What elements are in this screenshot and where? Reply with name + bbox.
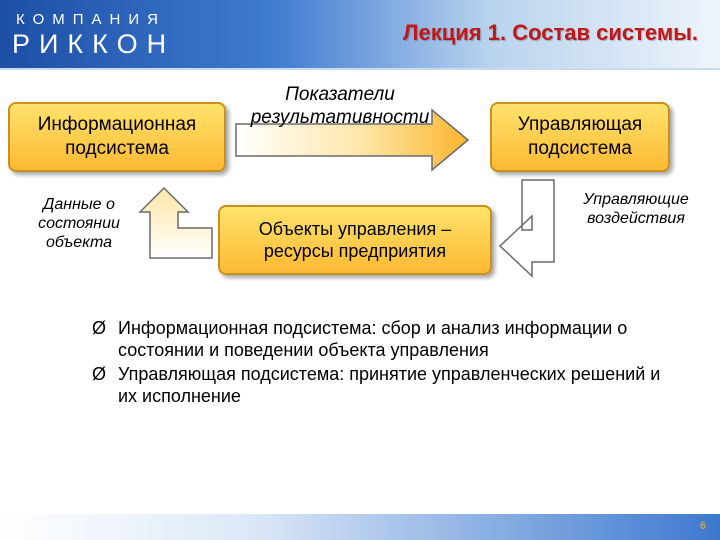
performance-label: Показатели результативности [232, 84, 448, 130]
logo-brand: РИККОН [12, 29, 176, 59]
arrow-right-performance [235, 108, 470, 172]
object-data-line-2: состоянии [38, 215, 120, 233]
bullet-list: Ø Информационная подсистема: сбор и анал… [92, 317, 664, 409]
info-subsystem-box: Информационная подсистема [8, 102, 226, 172]
bullet-text-control: Управляющая подсистема: принятие управле… [118, 364, 661, 406]
slide-title: Лекция 1. Состав системы. [403, 20, 698, 45]
info-subsystem-line-1: Информационная [37, 114, 197, 136]
info-subsystem-line-2: подсистема [65, 138, 169, 159]
header-divider [0, 68, 720, 70]
control-subsystem-line-1: Управляющая [517, 114, 643, 136]
objects-box: Объекты управления – ресурсы предприятия [218, 205, 492, 275]
arrow-bent-control-actions [498, 179, 555, 278]
performance-label-line-2: результативности [250, 106, 430, 128]
object-data-label: Данные о состоянии объекта [18, 195, 140, 253]
bullet-text-info: Информационная подсистема: сбор и анализ… [118, 318, 628, 360]
control-actions-label: Управляющие воздействия [555, 190, 717, 228]
control-subsystem-line-2: подсистема [528, 138, 632, 159]
bullet-item: Ø Управляющая подсистема: принятие управ… [92, 363, 664, 407]
objects-line-1: Объекты управления – [258, 218, 452, 239]
object-data-line-1: Данные о [43, 196, 115, 213]
logo-company-label: КОМПАНИЯ [16, 11, 166, 28]
control-actions-line-1: Управляющие [583, 191, 689, 208]
arrow-bullet-icon: Ø [92, 364, 107, 384]
control-subsystem-box: Управляющая подсистема [490, 102, 670, 172]
arrow-bent-object-data [138, 186, 213, 259]
bullet-item: Ø Информационная подсистема: сбор и анал… [92, 317, 664, 361]
footer-band [0, 514, 720, 540]
arrow-bullet-icon: Ø [92, 318, 107, 338]
object-data-line-3: объекта [46, 234, 112, 252]
control-actions-line-2: воздействия [587, 210, 685, 228]
objects-line-2: ресурсы предприятия [263, 241, 447, 261]
header-band [0, 0, 720, 68]
performance-label-line-1: Показатели [285, 84, 395, 105]
page-number: 6 [699, 520, 706, 532]
